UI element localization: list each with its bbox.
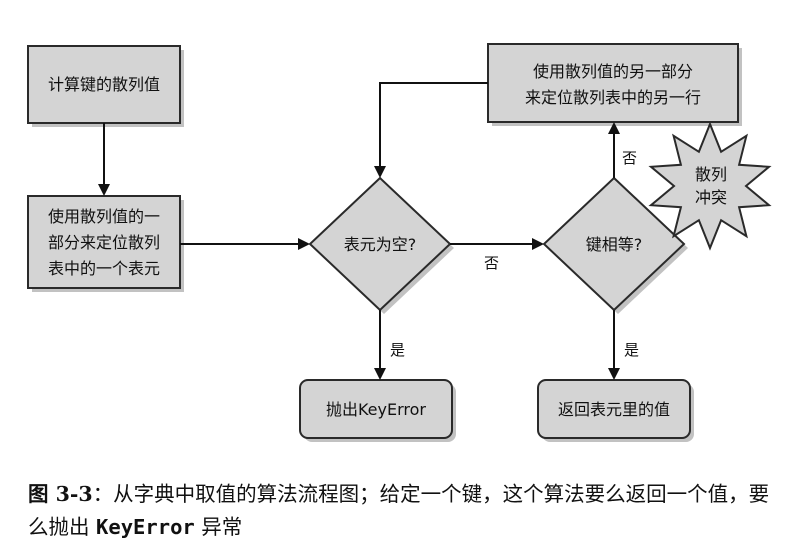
collision-label-1: 散列 [695, 165, 727, 184]
bucket-empty-decision: 表元为空? [308, 176, 454, 314]
figure-caption: 图 3-3：从字典中取值的算法流程图；给定一个键，这个算法要么返回一个值，要么抛… [28, 478, 773, 544]
edge-label-equal-yes: 是 [624, 341, 639, 359]
relocate-label-1: 使用散列值的另一部分 [533, 62, 693, 81]
edge-relocate-loop [374, 82, 488, 178]
edge-label-equal-no: 否 [622, 149, 637, 167]
collision-label-2: 冲突 [695, 188, 727, 207]
locate-bucket-label-3: 表中的一个表元 [48, 259, 160, 278]
flowchart: 计算键的散列值 使用散列值的一 部分来定位散列 表中的一个表元 使用散列值的另一… [27, 43, 772, 442]
relocate-box: 使用散列值的另一部分 来定位散列表中的另一行 [487, 43, 742, 126]
raise-keyerror-label: 抛出KeyError [326, 400, 426, 419]
compute-hash-box: 计算键的散列值 [27, 45, 184, 127]
caption-code: KeyError [96, 515, 195, 539]
caption-text-2: 异常 [194, 515, 243, 539]
keys-equal-label: 键相等? [586, 235, 643, 254]
relocate-label-2: 来定位散列表中的另一行 [525, 88, 701, 107]
bucket-empty-label: 表元为空? [344, 235, 417, 254]
edge-label-empty-yes: 是 [390, 341, 405, 359]
hash-collision-starburst: 散列 冲突 [648, 121, 772, 251]
edge-label-empty-no: 否 [484, 254, 499, 272]
compute-hash-label: 计算键的散列值 [48, 75, 160, 94]
figure-number: 图 3-3 [28, 482, 93, 506]
locate-bucket-label-2: 部分来定位散列 [48, 233, 160, 252]
caption-text-1: ：从字典中取值的算法流程图；给定一个键，这个算法要么返回一个值，要么抛出 [28, 482, 770, 539]
keys-equal-decision: 键相等? [542, 176, 688, 314]
raise-keyerror-box: 抛出KeyError [299, 379, 456, 442]
return-value-label: 返回表元里的值 [558, 400, 670, 419]
locate-bucket-box: 使用散列值的一 部分来定位散列 表中的一个表元 [27, 195, 184, 292]
return-value-box: 返回表元里的值 [537, 379, 694, 442]
locate-bucket-label-1: 使用散列值的一 [48, 207, 160, 226]
